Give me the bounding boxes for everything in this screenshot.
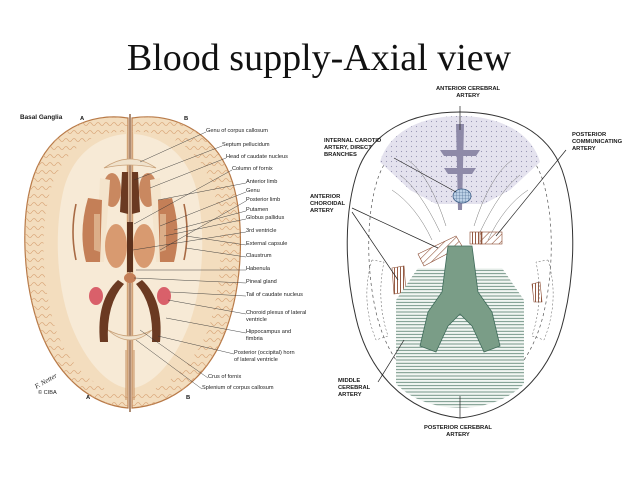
label-habenula: Habenula <box>246 266 270 272</box>
label-posterior-horn: Posterior (occipital) horn of lateral ve… <box>234 350 295 363</box>
left-leader-lines <box>132 131 247 390</box>
label-crus-fornix: Crus of fornix <box>208 374 242 380</box>
label-mca: MIDDLE CEREBRAL ARTERY <box>338 378 371 398</box>
label-3rd-ventricle: 3rd ventricle <box>246 228 277 234</box>
label-anterior-limb: Anterior limb <box>246 179 278 185</box>
label-putamen: Putamen <box>246 207 269 213</box>
label-pcomm: POSTERIOR COMMUNICATING ARTERY <box>572 132 623 152</box>
label-ica-branches: INTERNAL CAROTID ARTERY, DIRECT BRANCHES <box>324 138 382 158</box>
label-acha: ANTERIOR CHOROIDAL ARTERY <box>310 194 346 214</box>
label-genu-corpus-callosum: Genu of corpus callosum <box>206 128 268 134</box>
basal-ganglia-heading: Basal Ganglia <box>20 114 63 121</box>
marker-b-bottom: B <box>186 395 191 401</box>
label-pineal-gland: Pineal gland <box>246 279 277 285</box>
label-external-capsule: External capsule <box>246 241 288 247</box>
label-aca: ANTERIOR CEREBRAL ARTERY <box>436 86 501 99</box>
label-posterior-limb: Posterior limb <box>246 197 281 203</box>
slide-title: Blood supply-Axial view <box>126 37 512 79</box>
label-pca: POSTERIOR CEREBRAL ARTERY <box>424 425 492 438</box>
artist-signature-sub: © CIBA <box>38 390 57 396</box>
label-genu: Genu <box>246 188 260 194</box>
label-head-caudate: Head of caudate nucleus <box>226 154 288 160</box>
marker-b-top: B <box>184 116 189 122</box>
label-choroid-plexus: Choroid plexus of lateral ventricle <box>246 310 307 323</box>
left-brain-section <box>24 114 242 412</box>
label-claustrum: Claustrum <box>246 253 272 259</box>
right-leader-lines <box>351 106 567 418</box>
label-hippocampus: Hippocampus and fimbria <box>246 329 292 342</box>
label-column-fornix: Column of fornix <box>232 166 273 172</box>
pcomm-territory <box>479 231 503 245</box>
label-splenium: Splenium of corpus callosum <box>202 385 274 391</box>
label-tail-caudate: Tail of caudate nucleus <box>246 292 303 298</box>
midline-green-structure <box>419 245 501 353</box>
marker-a-top: A <box>80 116 85 122</box>
label-septum-pellucidum: Septum pellucidum <box>222 142 270 148</box>
marker-a-bottom: A <box>86 395 91 401</box>
label-globus-pallidus: Globus pallidus <box>246 215 285 221</box>
